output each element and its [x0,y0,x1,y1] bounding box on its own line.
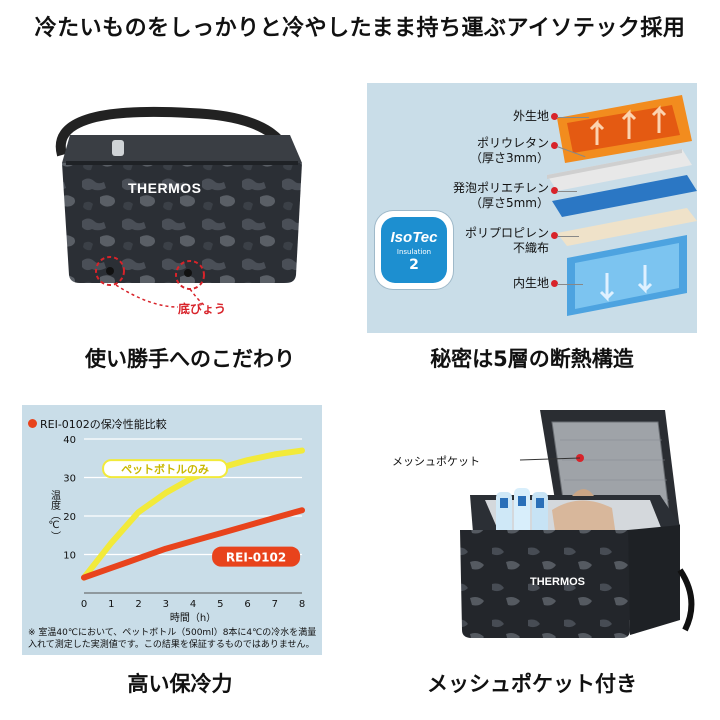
foot-highlight-circle [95,256,125,286]
series-line-1 [81,507,305,581]
open-bag-illustration [460,410,695,638]
x-axis-label: 時間（h） [170,612,216,624]
x-tick-label: 1 [108,599,114,610]
x-tick-label: 3 [163,599,169,610]
caption-cooling: 高い保冷力 [127,672,233,696]
x-tick-label: 2 [135,599,141,610]
layer-label-inner: 内生地 [512,276,549,290]
series-label-box [212,546,301,567]
foot-callout-label: 底びょう [178,302,227,316]
layer-label-nonwoven: ポリプロピレン 不織布 [464,226,549,255]
cooler-bag-illustration [55,106,302,308]
series-label-plastic-bottle: ペットボトルのみ [121,462,209,476]
chart-title-dot [28,419,37,428]
insulation-panel: 外生地 ポリウレタン （厚さ3mm） 発泡ポリエチレン （厚さ5mm） ポリプロ… [367,83,697,333]
isotec-badge: IsoTec Insulation 2 [375,211,453,289]
bag-product-panel: THERMOS 底びょう [40,95,340,335]
layer-marker-dot [551,187,558,194]
layer-polyurethane [547,149,692,191]
page-headline: 冷たいものをしっかりと冷やしたまま持ち運ぶアイソテック採用 [34,16,686,41]
open-bag-brand-logo: THERMOS [530,576,585,588]
layer-nonwoven [557,208,697,246]
insulation-layers-diagram [547,95,697,316]
x-tick-label: 6 [244,599,250,610]
series-label-product: REI-0102 [226,551,286,565]
chart-footnote: ※ 室温40℃において、ペットボトル（500ml）8本に4℃の冷水を満量入れて測… [28,628,317,650]
caption-mesh-pocket: メッシュポケット付き [427,672,637,696]
mesh-pocket-callout: メッシュポケット [392,455,480,468]
layer-marker-dot [551,142,558,149]
x-tick-label: 8 [299,599,305,610]
layer-foam [552,175,697,217]
isotec-logo-text: IsoTec [390,229,438,246]
layer-label-outer: 外生地 [512,109,549,123]
y-tick-label: 20 [63,512,76,523]
series-label-box [102,459,229,479]
layer-label-foam: 発泡ポリエチレン （厚さ5mm） [452,181,549,210]
y-tick-label: 10 [63,551,76,562]
bag-brand-logo: THERMOS [128,180,202,196]
caption-usability: 使い勝手へのこだわり [85,347,295,371]
caption-insulation: 秘密は5層の断熱構造 [430,347,634,371]
y-axis-label: 温度（℃） [48,490,60,541]
layer-marker-dot [551,232,558,239]
y-tick-label: 30 [63,474,76,485]
cooling-chart-panel: REI-0102の保冷性能比較 10 20 30 40 0 1 2 3 4 5 6 7 8 時間（h） 温度… [22,405,322,655]
cooling-performance-chart: 10 20 30 40 0 1 2 3 4 5 6 7 8 時間（h） 温度（℃） ペットボトルのみ REI-0… [48,435,305,624]
layer-marker-dot [551,113,558,120]
x-tick-label: 5 [217,599,223,610]
x-tick-label: 7 [272,599,278,610]
x-tick-label: 4 [190,599,196,610]
bag-body [62,163,302,283]
layer-label-polyurethane: ポリウレタン （厚さ3mm） [469,136,549,165]
layer-marker-dot [551,280,558,287]
open-bag-panel: THERMOS メッシュポケット [380,400,700,655]
x-tick-label: 0 [81,599,87,610]
y-tick-label: 40 [63,435,76,446]
chart-title: REI-0102の保冷性能比較 [40,418,167,431]
